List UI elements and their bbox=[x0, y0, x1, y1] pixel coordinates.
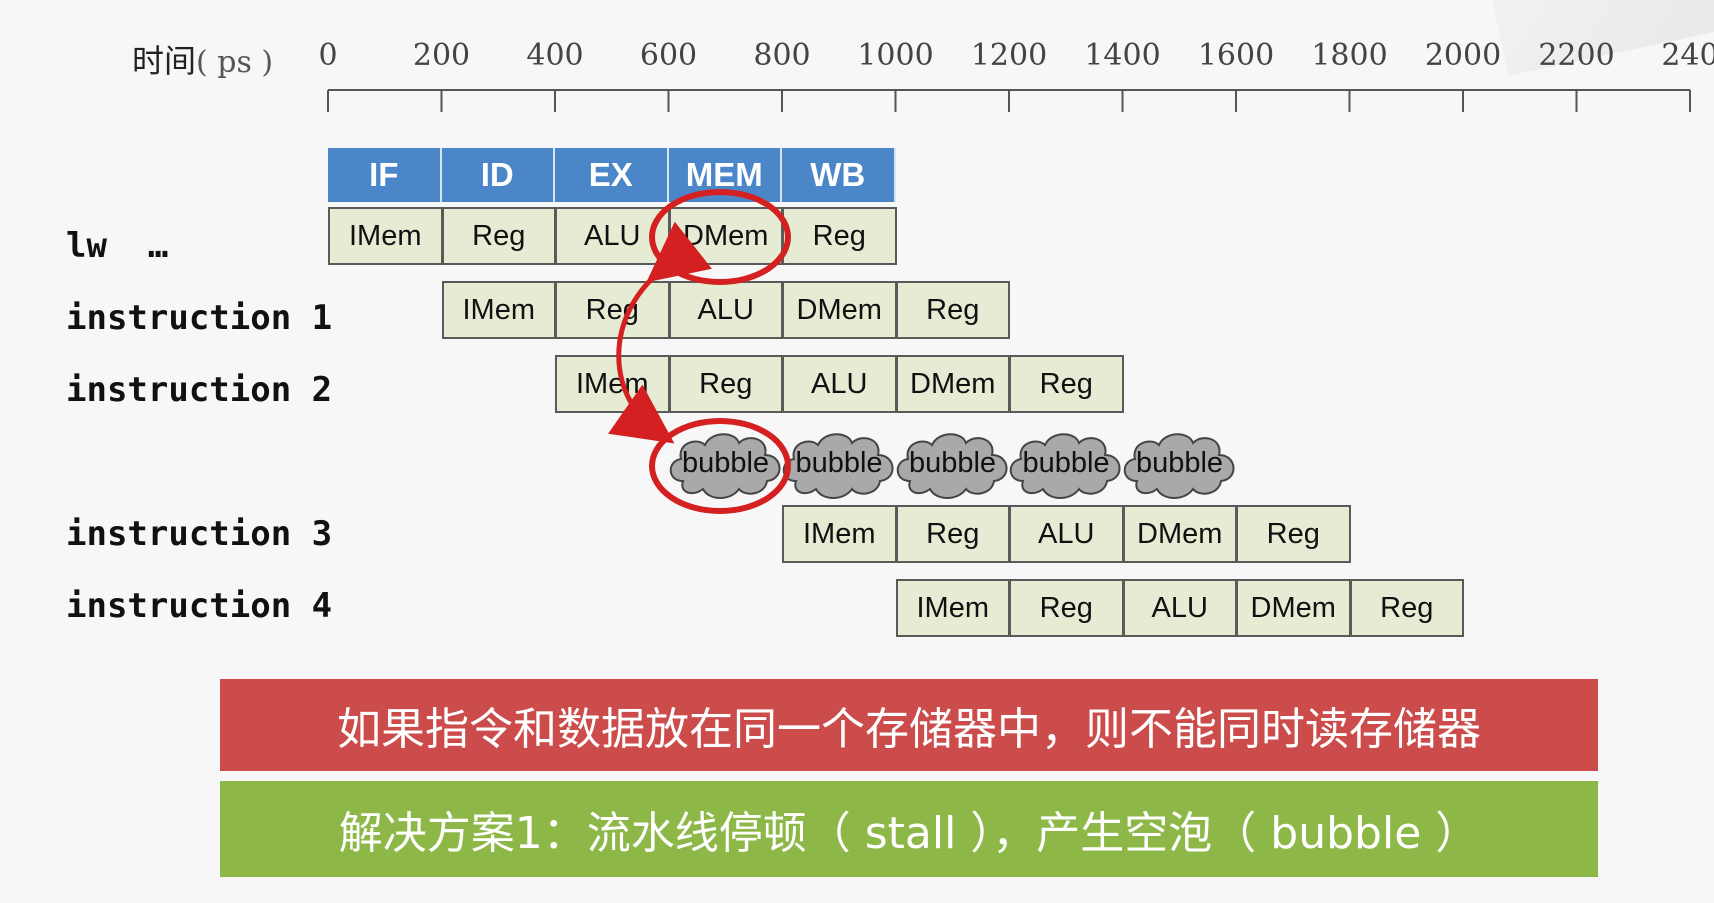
stage-cell: DMem bbox=[895, 355, 1010, 413]
instruction-label: instruction 3 bbox=[66, 514, 333, 554]
time-axis-title: 时间 bbox=[132, 42, 197, 80]
stage-header-id: ID bbox=[441, 148, 555, 202]
tick-label: 2000 bbox=[1424, 38, 1502, 73]
stage-cell: IMem bbox=[328, 207, 443, 265]
stage-cell: DMem bbox=[1122, 505, 1237, 563]
bubble-label: bubble bbox=[681, 446, 770, 479]
stage-header-wb: WB bbox=[782, 148, 896, 202]
time-axis bbox=[327, 89, 1691, 112]
stage-cell: ALU bbox=[1009, 505, 1124, 563]
stage-cell: DMem bbox=[1236, 579, 1351, 637]
tick-label: 0 bbox=[318, 38, 338, 73]
stage-cell: Reg bbox=[668, 355, 783, 413]
solution-banner: 解决方案1：流水线停顿（ stall ），产生空泡（ bubble ） bbox=[220, 781, 1598, 877]
stage-header-mem: MEM bbox=[668, 148, 782, 202]
stage-cell: ALU bbox=[555, 207, 670, 265]
tick-label: 800 bbox=[753, 38, 811, 73]
stage-cell: ALU bbox=[1122, 579, 1237, 637]
stage-header-ex: EX bbox=[555, 148, 669, 202]
tick-label: 1400 bbox=[1084, 38, 1161, 73]
stage-cell: Reg bbox=[782, 207, 897, 265]
tick-label: 200 bbox=[412, 38, 471, 73]
stage-cell: Reg bbox=[895, 505, 1010, 563]
tick-label: 400 bbox=[526, 38, 584, 73]
bubble-label: bubble bbox=[795, 446, 883, 479]
instruction-label: lw … bbox=[66, 226, 169, 266]
tick-label: 1600 bbox=[1197, 38, 1275, 73]
bubble-cloud: bubble bbox=[661, 423, 791, 503]
stage-cell: IMem bbox=[441, 281, 556, 339]
instruction-label: instruction 2 bbox=[66, 370, 333, 410]
tick-label: 600 bbox=[639, 38, 698, 73]
tick-label: 2200 bbox=[1538, 38, 1615, 73]
bubble-label: bubble bbox=[1022, 446, 1110, 479]
stage-cell: IMem bbox=[782, 505, 897, 563]
time-axis-label: 时间( ps ) bbox=[132, 36, 273, 82]
tick-label: 1200 bbox=[970, 38, 1048, 73]
stage-cell: DMem bbox=[782, 281, 897, 339]
tick-label: 240 bbox=[1661, 38, 1714, 73]
stage-cell: Reg bbox=[1009, 355, 1124, 413]
stage-cell: ALU bbox=[782, 355, 897, 413]
bubble-cloud: bubble bbox=[1115, 423, 1245, 503]
time-axis-ticks bbox=[327, 90, 1691, 112]
instruction-label: instruction 4 bbox=[66, 586, 333, 626]
problem-banner: 如果指令和数据放在同一个存储器中，则不能同时读存储器 bbox=[220, 679, 1598, 771]
stage-cell: Reg bbox=[895, 281, 1010, 339]
stage-cell: Reg bbox=[1009, 579, 1124, 637]
tick-label: 1800 bbox=[1311, 38, 1388, 73]
stage-cell: DMem bbox=[668, 207, 783, 265]
stage-cell: Reg bbox=[1236, 505, 1351, 563]
time-axis-unit: ( ps ) bbox=[196, 45, 274, 80]
tick-label: 1000 bbox=[857, 38, 934, 73]
stage-cell: ALU bbox=[668, 281, 783, 339]
bubble-label: bubble bbox=[1135, 446, 1224, 479]
stage-cell: Reg bbox=[441, 207, 556, 265]
bubble-label: bubble bbox=[908, 446, 997, 479]
bubble-cloud: bubble bbox=[888, 423, 1018, 503]
stage-cell: Reg bbox=[555, 281, 670, 339]
stage-header-if: IF bbox=[328, 148, 442, 202]
bubble-cloud: bubble bbox=[774, 423, 904, 503]
stage-cell: IMem bbox=[895, 579, 1010, 637]
instruction-label: instruction 1 bbox=[66, 298, 333, 338]
bubble-cloud: bubble bbox=[1001, 423, 1131, 503]
stage-cell: IMem bbox=[555, 355, 670, 413]
stage-cell: Reg bbox=[1349, 579, 1464, 637]
